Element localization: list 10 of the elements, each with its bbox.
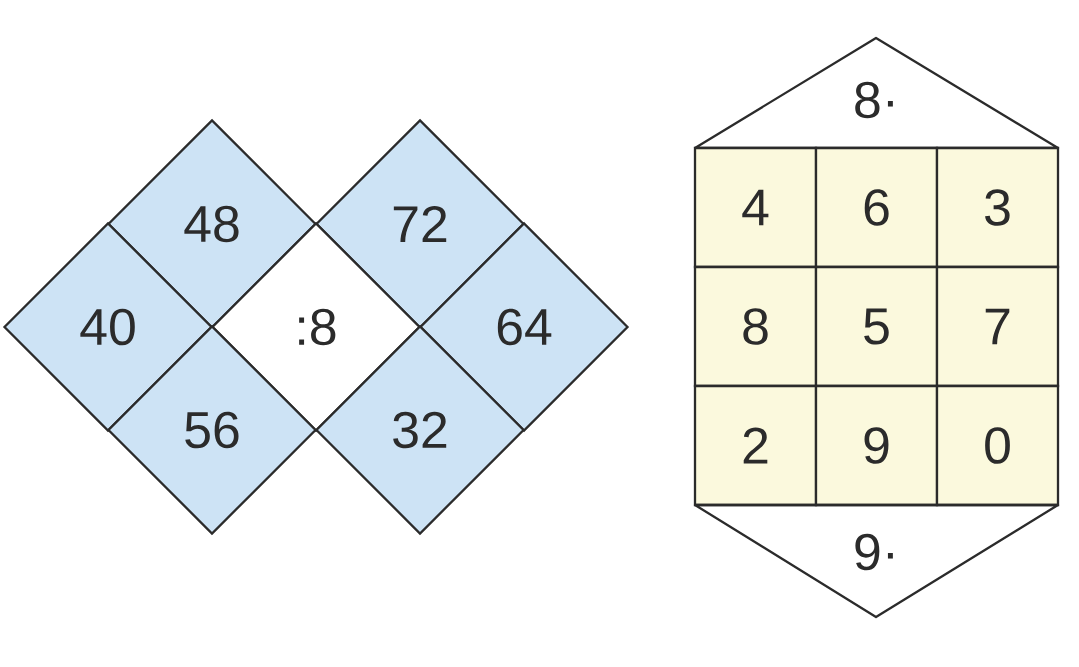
grid-cell: 8: [693, 265, 818, 388]
grid-cell: 0: [935, 384, 1060, 507]
grid-cell: 4: [693, 146, 818, 269]
grid-cell: 3: [935, 146, 1060, 269]
grid-cell: 2: [693, 384, 818, 507]
triangle-section: 9·: [693, 503, 1060, 619]
grid-cell: 9: [814, 384, 939, 507]
grid-cell: 5: [814, 265, 939, 388]
grid-cell: 7: [935, 265, 1060, 388]
grid-cell: 6: [814, 146, 939, 269]
